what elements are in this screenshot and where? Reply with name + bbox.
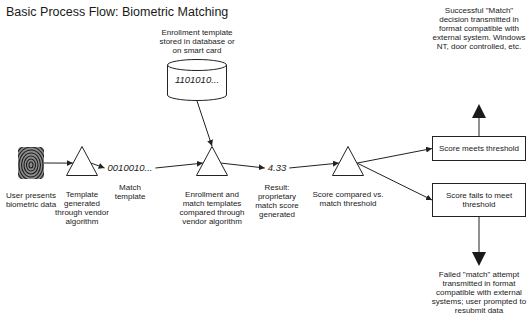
process-triangle-shape: [67, 147, 98, 176]
output-arrowhead: [472, 104, 486, 118]
outcome-note: Successful "Match" decision transmitted …: [430, 6, 528, 51]
stored-template-value: 1101010...: [167, 74, 227, 86]
node-caption: Result: proprietary match score generate…: [253, 183, 301, 219]
flow-arrow: [221, 163, 265, 168]
process-triangle-shape: [333, 147, 364, 176]
triangle-outline: [332, 146, 364, 176]
process-triangle: Enrollment and match templates compared …: [175, 146, 249, 226]
data-value: 0010010... Match template: [105, 157, 155, 201]
box-text: Score meets threshold: [437, 144, 521, 153]
outcome-note: Failed "match" attempt transmitted in fo…: [430, 270, 528, 315]
result-box: Score fails to meet threshold: [432, 183, 526, 217]
result-box: Score meets threshold: [432, 136, 526, 161]
process-triangle-shape: [197, 147, 228, 176]
diagram-title: Basic Process Flow: Biometric Matching: [6, 5, 228, 20]
fingerprint-ground: [18, 147, 44, 179]
flow-arrow: [155, 163, 202, 168]
database-cylinder: Enrollment template stored in database o…: [155, 28, 239, 101]
node-caption: Match template: [105, 183, 155, 201]
flow-arrow: [197, 101, 212, 146]
node-heading: Enrollment template stored in database o…: [155, 28, 239, 55]
flow-arrow: [44, 163, 73, 164]
box-text: Score fails to meet threshold: [437, 191, 521, 209]
fingerprint-image: [14, 144, 48, 186]
flow-arrow: [357, 149, 432, 164]
data-value: 4.33Result: proprietary match score gene…: [253, 157, 301, 219]
flow-arrow: [289, 163, 339, 168]
process-triangle: Template generated through vendor algori…: [52, 146, 112, 226]
cylinder-top: [168, 60, 227, 71]
input-figure: User presents biometric data: [4, 147, 58, 209]
node-caption: Enrollment and match templates compared …: [175, 190, 249, 226]
fingerprint-ridges: [18, 147, 44, 179]
process-triangle: Score compared vs. match threshold: [309, 146, 387, 208]
output-arrow-up: [472, 104, 486, 140]
node-caption: Score compared vs. match threshold: [309, 190, 387, 208]
triangle-outline: [66, 146, 98, 176]
node-caption: Template generated through vendor algori…: [52, 190, 112, 226]
triangle-outline: [196, 146, 228, 176]
node-caption: User presents biometric data: [4, 191, 58, 209]
data-value-text: 0010010...: [108, 162, 153, 174]
data-value-text: 4.33: [268, 162, 287, 174]
output-arrowhead: [472, 252, 486, 266]
